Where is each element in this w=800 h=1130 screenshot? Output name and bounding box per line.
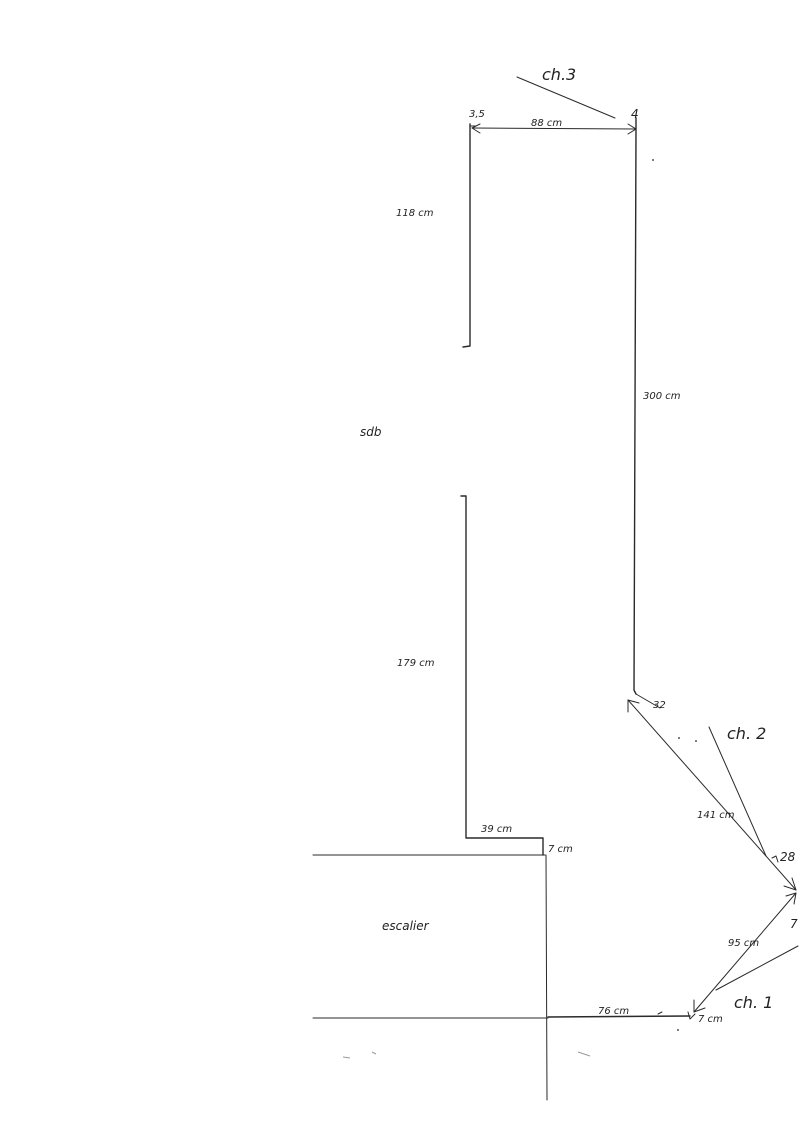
stairs-divider [545, 854, 548, 1101]
speck [695, 740, 697, 742]
bottom-step-bracket [687, 1011, 696, 1020]
wall-left-upper [462, 123, 471, 348]
dimension-top-right-mark: 4 [631, 107, 639, 121]
dimension-diagonal-start: 32 [653, 700, 666, 711]
dimension-diagonal-wall: 141 cm [697, 810, 735, 821]
speck [677, 1029, 679, 1031]
speck [342, 1056, 351, 1059]
dimension-top-offset: 3,5 [469, 109, 485, 120]
ch3-pointer-line [516, 76, 616, 119]
dimension-stair-step: 7 cm [548, 844, 573, 855]
dimension-edge-mark: 7 [790, 917, 798, 931]
dimension-corner-right: 28 [780, 850, 796, 864]
speck [652, 159, 654, 161]
dimension-left-lower: 179 cm [397, 658, 435, 669]
dimension-bottom-step: 7 cm [698, 1014, 723, 1025]
wall-ch2-separator [708, 726, 767, 857]
wall-left-lower [460, 495, 544, 856]
speck [678, 737, 680, 739]
dimension-stair-top: 39 cm [481, 824, 512, 835]
wall-right-long [633, 117, 637, 695]
bottom-tick [657, 1011, 663, 1015]
speck [371, 1051, 377, 1055]
speck [577, 1051, 591, 1057]
wall-corner-28 [771, 855, 779, 863]
room-label-ch3: ch.3 [542, 65, 576, 84]
dimension-top-width: 88 cm [531, 118, 562, 129]
room-label-ch2: ch. 2 [727, 724, 766, 743]
dimension-diagonal-lower: 95 cm [728, 938, 759, 949]
dimension-arrow-95 [693, 892, 797, 1013]
wall-bottom-right [547, 1015, 691, 1018]
room-label-stairs: escalier [382, 919, 430, 933]
dimension-left-upper: 118 cm [396, 208, 434, 219]
wall-diagonal-upper [635, 693, 661, 709]
dimension-arrow-141 [627, 699, 797, 891]
dimension-right-long: 300 cm [643, 391, 681, 402]
wall-ch1-separator [715, 945, 799, 991]
dimension-bottom-wall: 76 cm [598, 1006, 629, 1017]
room-label-sdb: sdb [360, 425, 382, 439]
dimension-arrow-88 [471, 123, 637, 135]
room-label-ch1: ch. 1 [734, 993, 773, 1012]
